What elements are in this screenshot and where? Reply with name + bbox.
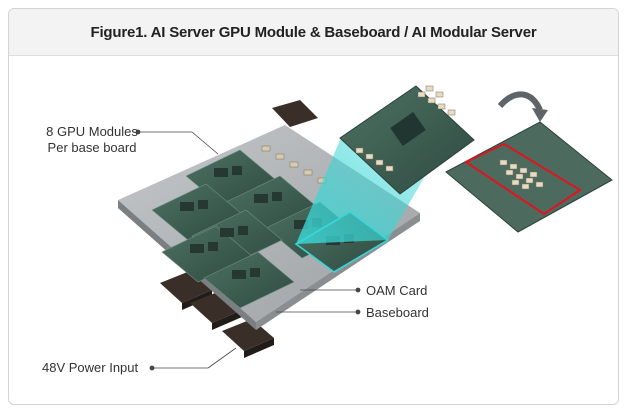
power-input-label: 48V Power Input <box>42 360 139 375</box>
oam-card-label: OAM Card <box>366 283 428 298</box>
leader-lines <box>135 129 361 371</box>
gpu-modules-label: 8 GPU Modules Per base board <box>34 124 150 156</box>
figure-header: Figure1. AI Server GPU Module & Baseboar… <box>9 9 618 56</box>
gpu-modules-label-line1: 8 GPU Modules <box>46 124 138 139</box>
oam-card-zoomed <box>339 85 475 195</box>
figure-title: Figure1. AI Server GPU Module & Baseboar… <box>90 23 537 41</box>
baseboard-label: Baseboard <box>366 305 429 320</box>
gpu-module <box>203 251 295 309</box>
oam-card-backside <box>445 121 613 233</box>
rotate-arrow-icon <box>497 91 543 112</box>
red-highlight-frame <box>463 142 582 216</box>
top-connector <box>272 100 318 127</box>
gpu-modules-label-line2: Per base board <box>47 140 137 155</box>
